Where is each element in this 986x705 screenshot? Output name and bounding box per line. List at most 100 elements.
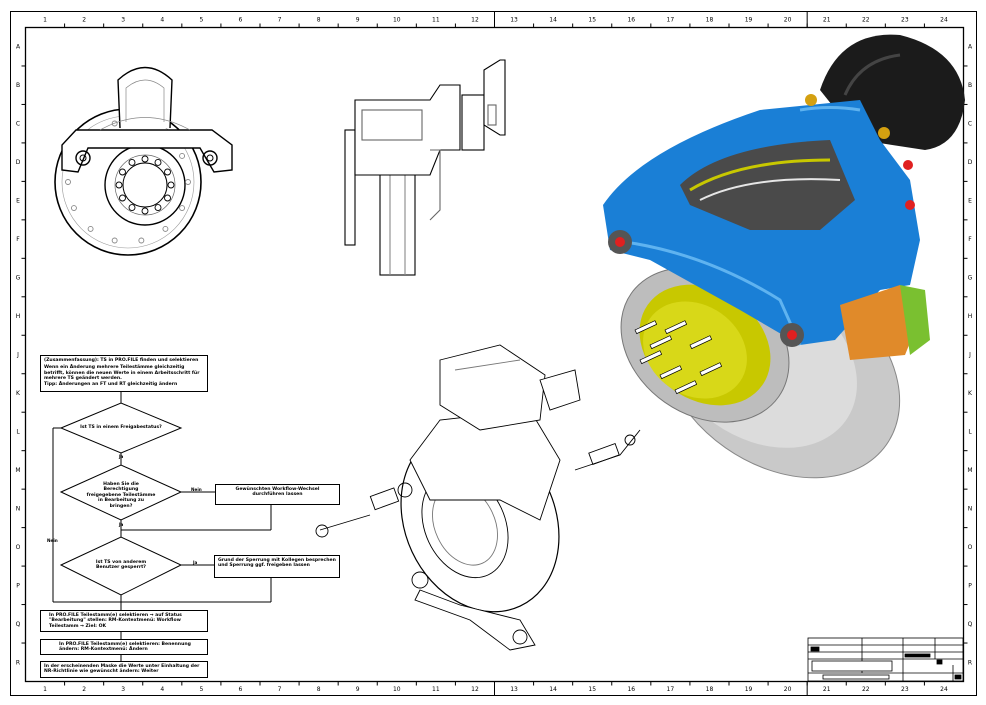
column-label: 21 (823, 17, 831, 24)
start-box-tip: Tipp: Änderungen an FT und RT gleichzeit… (44, 381, 178, 387)
row-label: G (16, 275, 21, 282)
label-yes-2: Ja (119, 522, 124, 527)
title-block (807, 637, 964, 682)
column-label: 8 (317, 17, 321, 24)
decision-3-text: Ist TS von anderem Benutzer gesperrt? (95, 560, 147, 571)
column-label: 9 (356, 17, 360, 24)
column-label: 19 (745, 686, 753, 693)
column-label: 15 (588, 686, 596, 693)
row-label: B (968, 82, 972, 89)
grid-ticks (21, 11, 968, 696)
column-label: 23 (901, 686, 909, 693)
bolt-hole (119, 194, 126, 202)
column-label: 20 (784, 686, 792, 693)
decision-diamond-1 (59, 402, 183, 454)
column-label: 10 (393, 686, 401, 693)
bolt-hole (115, 181, 123, 189)
column-label: 12 (471, 686, 479, 693)
column-label: 11 (432, 686, 440, 693)
label-no-1: Nein (47, 538, 58, 543)
row-label: H (16, 313, 21, 320)
wheel-bolt (699, 362, 723, 377)
decision-2-text: Haben Sie die Berechtigung freigegebene … (86, 482, 156, 509)
row-label: J (16, 352, 19, 359)
column-label: 14 (549, 17, 557, 24)
row-label: D (968, 159, 973, 166)
wheel-bolt (634, 320, 658, 335)
start-box-note: Wenn ein Änderung mehrere Teilestämme gl… (44, 365, 200, 382)
label-no-2: Nein (191, 487, 202, 492)
column-label: 8 (317, 686, 321, 693)
column-label: 23 (901, 17, 909, 24)
row-label: J (968, 352, 971, 359)
disc-hole (87, 225, 94, 232)
row-label: N (16, 505, 21, 512)
bolt-hole (154, 204, 162, 211)
disc-hole (185, 179, 191, 185)
column-label: 13 (510, 686, 518, 693)
row-label: M (967, 467, 972, 474)
column-label: 12 (471, 17, 479, 24)
bolt-hole (167, 181, 175, 189)
outer-frame (10, 11, 977, 696)
row-label: Q (16, 621, 21, 628)
disc-hole (179, 153, 186, 159)
row-label: K (968, 390, 973, 397)
row-label: O (16, 544, 21, 551)
column-label: 3 (121, 686, 125, 693)
column-label: 17 (667, 686, 675, 693)
row-label: B (16, 82, 20, 89)
column-labels: 1122334455667788991010111112121313141415… (43, 17, 948, 694)
label-yes-1: Ja (119, 454, 124, 459)
front-view (54, 66, 233, 256)
row-label: E (968, 198, 972, 205)
column-label: 9 (356, 686, 360, 693)
row-label: L (968, 428, 972, 435)
row-label: F (16, 236, 20, 243)
side-box-workflow: Gewünschten Workflow-Wechsel durchführen… (215, 484, 340, 505)
column-label: 21 (823, 686, 831, 693)
bolt-hole (128, 204, 136, 211)
wheel-bolt (674, 380, 698, 395)
bolt-hole (164, 168, 171, 176)
column-label: 16 (627, 686, 635, 693)
row-label: H (968, 313, 973, 320)
column-label: 17 (667, 17, 675, 24)
side-box-lock: Grund der Sperrung mit Kollegen besprech… (214, 555, 340, 578)
column-label: 24 (940, 686, 948, 693)
bolt-hole (141, 155, 149, 163)
column-label: 5 (199, 17, 203, 24)
row-label: G (968, 275, 973, 282)
wheel-bolt (689, 335, 713, 350)
wheel-bolt (649, 335, 673, 350)
column-label: 22 (862, 17, 870, 24)
column-label: 20 (784, 17, 792, 24)
brake-3d-render (603, 34, 965, 479)
step-box-3: In der erscheinenden Maske die Werte unt… (40, 661, 208, 678)
exploded-view (315, 344, 641, 651)
disc-hole (179, 205, 186, 211)
column-label: 18 (706, 686, 714, 693)
row-label: C (968, 121, 972, 128)
row-label: R (16, 659, 20, 666)
bolt-hole (128, 159, 136, 166)
row-label: A (968, 44, 973, 51)
column-label: 15 (588, 17, 596, 24)
wheel-bolt (664, 320, 688, 335)
row-label: O (968, 544, 973, 551)
row-label: R (968, 659, 972, 666)
column-label: 22 (862, 686, 870, 693)
column-label: 14 (549, 686, 557, 693)
column-label: 4 (160, 686, 164, 693)
column-label: 24 (940, 17, 948, 24)
decision-1-text: Ist TS in einem Freigabestatus? (80, 425, 162, 430)
label-yes-3: Ja (193, 560, 198, 565)
disc-hole (162, 225, 169, 232)
bolt-hole (154, 159, 162, 166)
column-label: 10 (393, 17, 401, 24)
start-box-title: (Zusammenfassung): TS in PRO.FILE finden… (44, 358, 199, 363)
row-label: P (968, 582, 972, 589)
column-label: 6 (239, 686, 243, 693)
